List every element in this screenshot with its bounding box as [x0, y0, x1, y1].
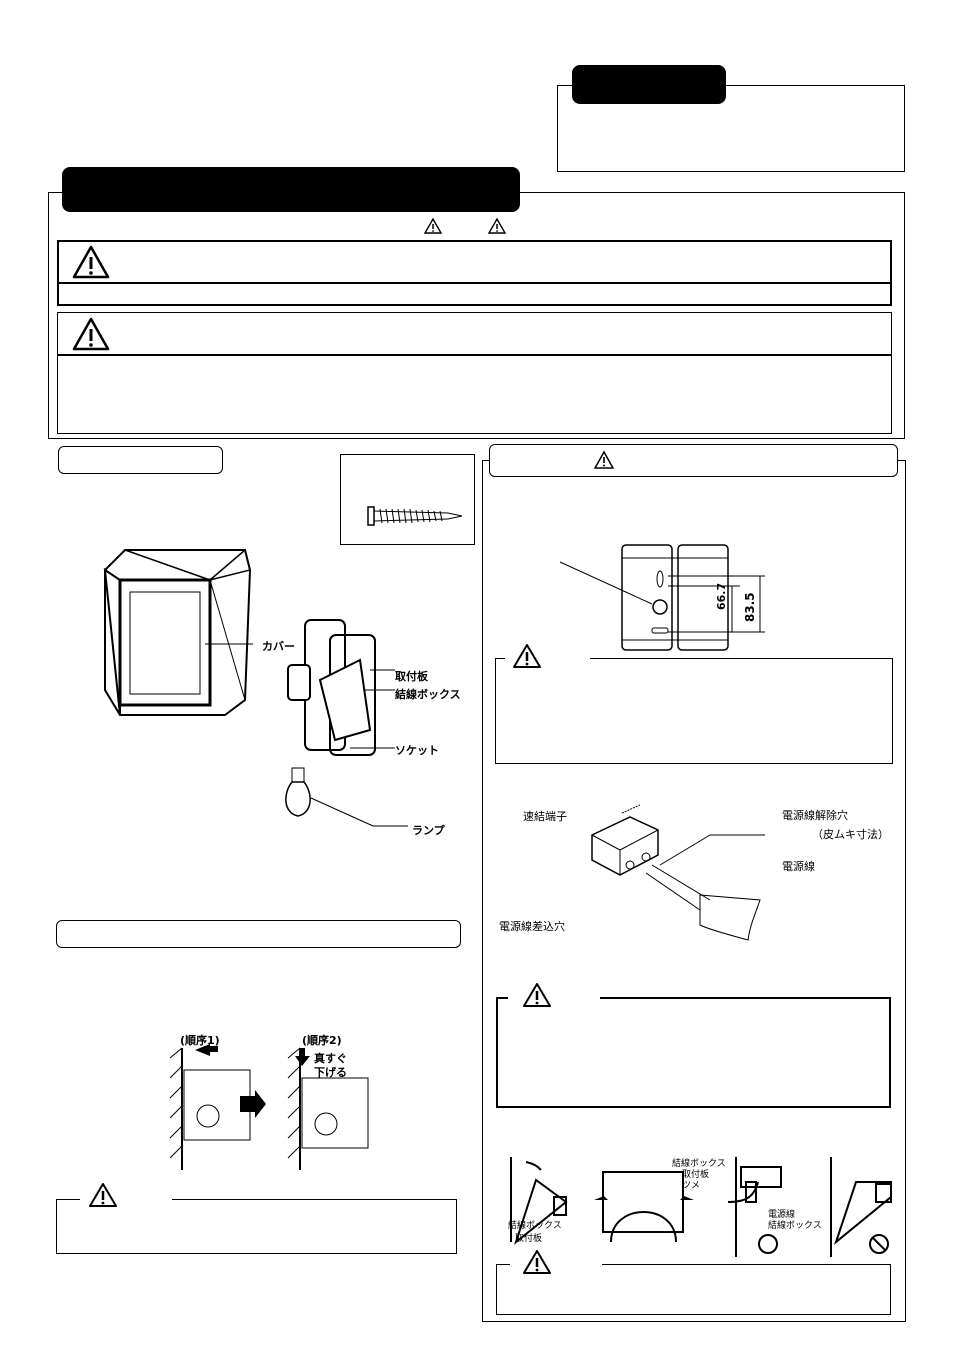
label-insert-hole: 電源線差込穴: [499, 920, 565, 933]
mounting-plate-dimension-diagram: [559, 544, 765, 651]
install-caution-gap: [80, 1196, 172, 1202]
assembly-illustrations: [510, 1157, 892, 1257]
warning-divider: [57, 282, 892, 284]
install-caution-box: [56, 1199, 457, 1254]
label-claw: ツメ: [682, 1181, 701, 1191]
caution-icon: [523, 983, 551, 1007]
step2-label: (順序2): [302, 1034, 342, 1047]
caution-triangle-icon: [487, 217, 507, 234]
caution-icon: [513, 644, 541, 668]
mounting-plate-illustration: [287, 619, 395, 756]
warning-box: [57, 240, 892, 306]
label-junction-box-b: 結線ボックス: [672, 1159, 726, 1169]
warning-triangle-icon: [423, 217, 443, 234]
terminal-caution-gap: [508, 994, 600, 1000]
lamp-illustration: [285, 767, 408, 827]
step2-note-line2: 下げる: [314, 1066, 347, 1079]
caution-icon: [89, 1183, 117, 1207]
label-release-hole: 電源線解除穴: [782, 809, 848, 822]
label-junction-box: 結線ボックス: [395, 688, 461, 701]
assembly-caution-gap: [510, 1261, 602, 1267]
label-power-cord: 電源線: [782, 860, 815, 873]
quick-terminal-illustration: [591, 804, 765, 941]
caution-divider: [57, 354, 892, 356]
step2-note-line1: 真すぐ: [314, 1052, 347, 1065]
caution-icon: [523, 1250, 551, 1274]
label-mounting-plate-a: 取付板: [515, 1234, 543, 1244]
label-cover: カバー: [262, 640, 295, 653]
mounting-caution-gap: [505, 655, 590, 661]
cover-illustration: [103, 548, 253, 716]
step1-label: (順序1): [180, 1034, 220, 1047]
parts-heading-pill: [58, 446, 223, 474]
caution-box: [57, 312, 892, 434]
caution-icon: [72, 317, 110, 351]
screw-box: [340, 454, 475, 545]
top-right-heading-pill: [572, 65, 726, 104]
safety-heading-pill: [62, 167, 520, 212]
label-strip-length: （皮ムキ寸法）: [812, 828, 889, 841]
mounting-caution-box: [495, 658, 893, 764]
install-heading-pill: [56, 920, 461, 948]
assembly-caution-box: [496, 1264, 891, 1315]
caution-triangle-icon: [593, 450, 615, 469]
dimension-83-5: 83.5: [743, 592, 757, 622]
sequence-illustration: [169, 1044, 369, 1170]
top-right-info-box: [557, 85, 905, 172]
warning-icon: [72, 245, 110, 279]
terminal-caution-box: [496, 997, 891, 1108]
screw-icon: [367, 506, 463, 526]
label-junction-box-c: 結線ボックス: [768, 1221, 822, 1231]
wiring-heading-pill: [489, 444, 898, 477]
label-junction-box-a: 結線ボックス: [508, 1221, 562, 1231]
dimension-66-7: 66.7: [715, 582, 728, 610]
label-socket: ソケット: [395, 744, 439, 757]
label-power-cord-c: 電源線: [768, 1210, 796, 1220]
label-mounting-plate-b: 取付板: [682, 1170, 710, 1180]
label-quick-terminal: 速結端子: [523, 810, 567, 823]
label-mounting-plate: 取付板: [395, 670, 428, 683]
label-lamp: ランプ: [412, 824, 445, 837]
